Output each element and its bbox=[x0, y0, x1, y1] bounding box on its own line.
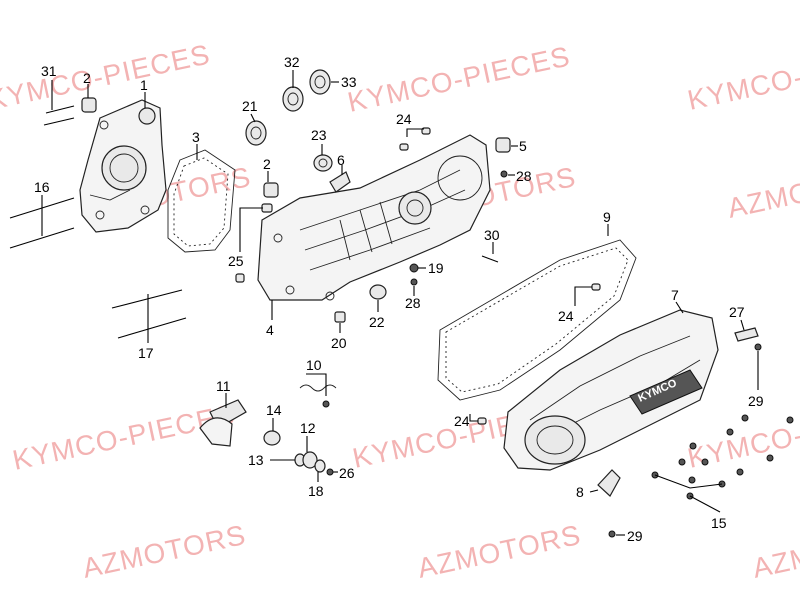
callout-27: 27 bbox=[729, 304, 745, 320]
callout-24-middle: 24 bbox=[558, 308, 574, 324]
bolt-part-30 bbox=[481, 255, 499, 263]
bearing-part-32 bbox=[282, 86, 304, 112]
watermark-azmotors-5: AZMOTORS bbox=[415, 519, 584, 584]
clip-part-18 bbox=[314, 459, 326, 473]
bolt-part-19 bbox=[409, 263, 419, 273]
callout-15: 15 bbox=[711, 515, 727, 531]
bolt-part-29-right bbox=[754, 343, 762, 351]
watermark-kymco-2: KYMCO-PIECES bbox=[345, 40, 573, 117]
callout-16: 16 bbox=[34, 179, 50, 195]
pin-part-25 bbox=[235, 273, 245, 283]
watermark-azmotors-3: AZMOTORS bbox=[725, 159, 800, 224]
bolt-part-28-lower bbox=[410, 278, 418, 286]
callout-1: 1 bbox=[140, 77, 148, 93]
callout-26: 26 bbox=[339, 465, 355, 481]
bolts-part-15 bbox=[651, 414, 794, 500]
watermark-kymco-3: KYMCO-PIECES bbox=[685, 38, 800, 115]
callout-28-upper: 28 bbox=[516, 168, 532, 184]
callout-6: 6 bbox=[337, 152, 345, 168]
callout-21: 21 bbox=[242, 98, 258, 114]
callout-5: 5 bbox=[519, 138, 527, 154]
crankcase-gasket-part-3 bbox=[167, 149, 236, 253]
bolt-part-28-upper bbox=[500, 170, 508, 178]
bolt-part-29-bottom bbox=[608, 530, 616, 538]
dowel-part-24-middle bbox=[591, 283, 601, 291]
bushing-part-5 bbox=[495, 137, 511, 153]
dowel-part-2-upper bbox=[81, 97, 97, 113]
callout-24-lower: 24 bbox=[454, 413, 470, 429]
bracket-part-8 bbox=[597, 469, 621, 497]
callout-19: 19 bbox=[428, 260, 444, 276]
bearing-part-33 bbox=[309, 69, 331, 95]
clip-part-27 bbox=[734, 327, 759, 342]
callout-20: 20 bbox=[331, 335, 347, 351]
cover-gasket-part-9 bbox=[437, 239, 637, 401]
right-crankcase-part-4 bbox=[257, 134, 491, 301]
dowel-part-24-lower bbox=[477, 417, 487, 425]
callout-7: 7 bbox=[671, 287, 679, 303]
callout-10: 10 bbox=[306, 357, 322, 373]
callout-4: 4 bbox=[266, 322, 274, 338]
callout-labels: 31 2 1 3 16 17 21 32 33 24 5 23 6 2 28 2… bbox=[34, 54, 764, 544]
gear-part-12 bbox=[302, 451, 318, 469]
bracket-part-6 bbox=[329, 171, 351, 193]
oil-seal-part-23 bbox=[313, 154, 333, 172]
callout-11: 11 bbox=[216, 378, 231, 394]
callout-18: 18 bbox=[308, 483, 324, 499]
dowel-part-2-lower bbox=[261, 182, 279, 213]
callout-31: 31 bbox=[41, 63, 57, 79]
callout-25: 25 bbox=[228, 253, 244, 269]
dowel-part-24-upper bbox=[399, 127, 431, 151]
transmission-cover-part-7: KYMCO bbox=[503, 309, 719, 471]
callout-29-bottom: 29 bbox=[627, 528, 643, 544]
left-crankcase-part-1 bbox=[79, 99, 167, 233]
callout-32: 32 bbox=[284, 54, 300, 70]
clip-part-26 bbox=[326, 468, 334, 476]
callout-12: 12 bbox=[300, 420, 316, 436]
watermark-azmotors-6: AZMOTORS bbox=[750, 519, 800, 584]
watermark-azmotors-4: AZMOTORS bbox=[80, 519, 249, 584]
spring-part-10 bbox=[299, 384, 337, 408]
long-studs-part-17 bbox=[111, 289, 187, 339]
callout-8: 8 bbox=[576, 484, 584, 500]
callout-2-upper: 2 bbox=[83, 70, 91, 86]
callout-9: 9 bbox=[603, 209, 611, 225]
watermark-kymco-4: KYMCO-PIECES bbox=[10, 398, 238, 475]
callout-28-lower: 28 bbox=[405, 295, 421, 311]
callout-24-upper: 24 bbox=[396, 111, 412, 127]
kick-spindle-part-11 bbox=[199, 399, 247, 447]
callout-13: 13 bbox=[248, 452, 264, 468]
callout-14: 14 bbox=[266, 402, 282, 418]
callout-29-right: 29 bbox=[748, 393, 764, 409]
callout-33: 33 bbox=[341, 74, 357, 90]
callout-17: 17 bbox=[138, 345, 154, 361]
bushing-part-14 bbox=[263, 430, 281, 446]
watermark-kymco-1: KYMCO-PIECES bbox=[0, 38, 213, 115]
callout-23: 23 bbox=[311, 127, 327, 143]
callout-22: 22 bbox=[369, 314, 385, 330]
callout-30: 30 bbox=[484, 227, 500, 243]
plug-part-20 bbox=[334, 311, 346, 323]
callout-3: 3 bbox=[192, 129, 200, 145]
seal-part-22 bbox=[369, 284, 387, 300]
bearing-part-21 bbox=[245, 120, 267, 146]
bolt-part-31 bbox=[43, 105, 75, 126]
leader-lines bbox=[41, 70, 759, 536]
callout-2-lower: 2 bbox=[263, 156, 271, 172]
